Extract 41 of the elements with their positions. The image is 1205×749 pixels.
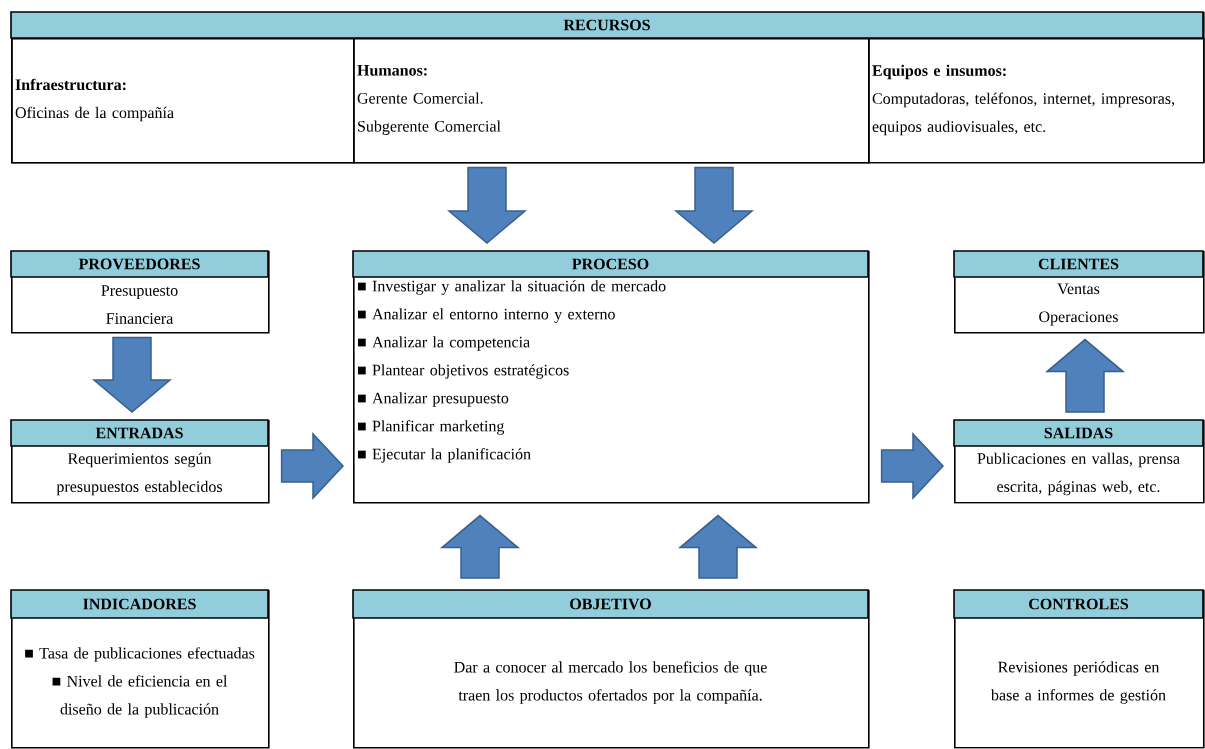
body-text: ■ Analizar el entorno interno y externo — [357, 308, 615, 323]
block-arrow — [446, 166, 528, 244]
block-arrow — [880, 432, 945, 500]
body-text: ■ Ejecutar la planificación — [357, 448, 531, 463]
body-text: Financiera — [106, 313, 174, 324]
body-text: ■ Nivel de eficiencia en el diseño de la publicación — [52, 675, 228, 718]
body-text: Gerente Comercial. — [357, 92, 483, 104]
body-text: Publicaciones en vallas, prensa escrita, páginas web, etc. — [977, 452, 1180, 496]
block-arrow — [673, 166, 755, 244]
body-text: ■ Investigar y analizar la situación de mercado — [357, 280, 666, 295]
heading-cell: OBJETIVO — [352, 589, 869, 619]
heading-cell: CLIENTES — [953, 250, 1204, 278]
heading-cell: PROCESO — [352, 250, 869, 278]
block-arrow — [91, 336, 173, 413]
heading-cell: SALIDAS — [953, 419, 1204, 447]
body-text: ■ Analizar la competencia — [357, 336, 530, 351]
body-text: Equipos e insumos: — [872, 64, 1006, 80]
body-text: ■ Plantear objetivos estratégicos — [357, 364, 569, 379]
heading-cell: RECURSOS — [10, 11, 1204, 39]
heading-cell: PROVEEDORES — [10, 250, 269, 278]
body-text: Revisiones periódicas en base a informes de gestión — [991, 661, 1166, 704]
block-arrow — [1044, 338, 1126, 413]
body-text: Requerimientos según presupuestos establecidos — [56, 452, 223, 496]
body-text: Operaciones — [1039, 311, 1118, 326]
block-arrow — [280, 432, 345, 500]
body-text: Presupuesto — [101, 285, 178, 300]
heading-cell: ENTRADAS — [10, 419, 269, 447]
block-arrow — [439, 514, 521, 579]
body-text: ■ Tasa de publicaciones efectuadas — [25, 647, 255, 662]
body-text: Ventas — [1057, 283, 1100, 295]
body-text: Subgerente Comercial — [358, 120, 501, 135]
body-text: ■ Planificar marketing — [357, 420, 505, 435]
body-text: Infraestructura: — [15, 78, 126, 91]
body-text: Dar a conocer al mercado los beneficios de que traen los productos ofertados por la compañía. — [454, 661, 767, 704]
heading-cell: INDICADORES — [10, 589, 269, 619]
heading-cell: CONTROLES — [953, 589, 1204, 619]
body-text: Computadoras, teléfonos, internet, impresoras, equipos audiovisuales, etc. — [872, 92, 1175, 136]
block-arrow — [677, 514, 759, 579]
body-text: ■ Analizar presupuesto — [357, 392, 509, 407]
body-text: Oficinas de la compañía — [15, 106, 174, 122]
body-text: Humanos: — [357, 65, 427, 76]
